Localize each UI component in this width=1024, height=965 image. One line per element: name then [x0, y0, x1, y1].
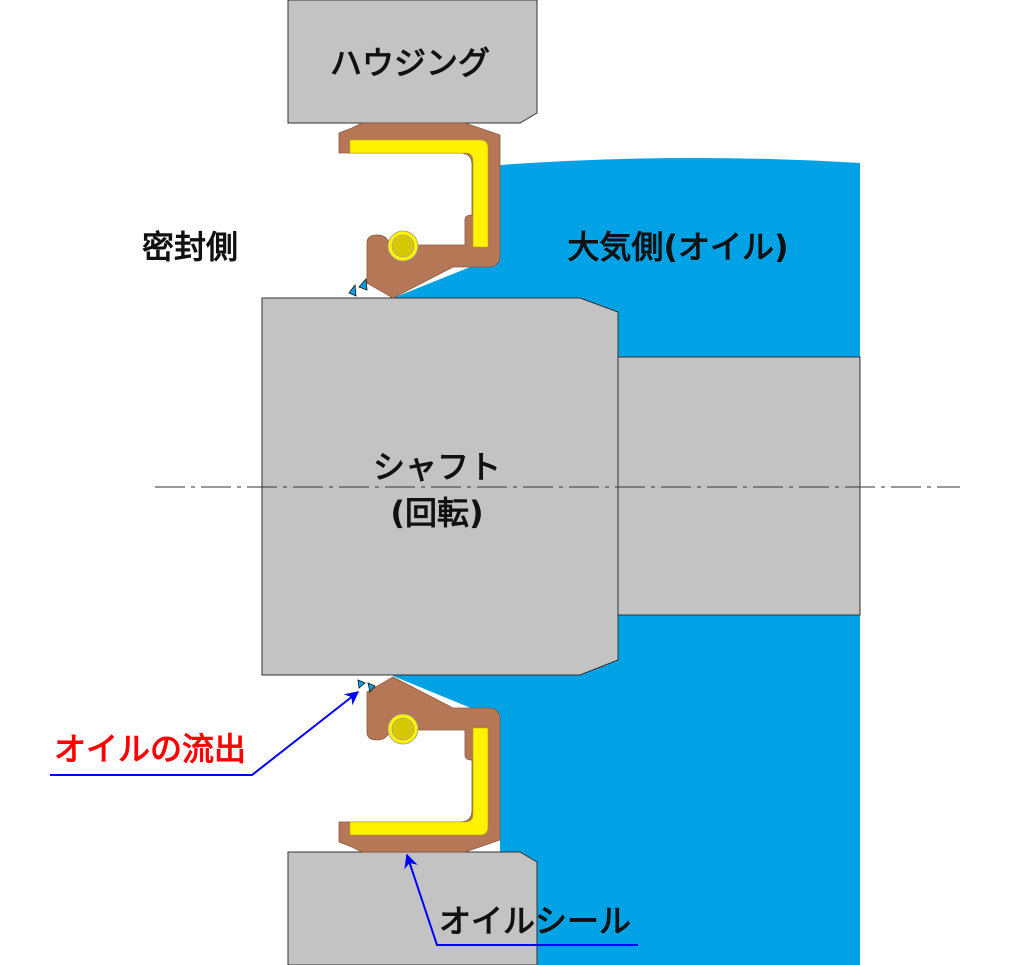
housing-label: ハウジング [330, 44, 490, 82]
shaft-label: シャフト [373, 448, 501, 486]
oil-droplets-top [348, 278, 368, 297]
oil-leak-label: オイルの流出 [54, 730, 246, 768]
atmosphere-side-label: 大気側(オイル) [567, 228, 788, 266]
oil-seal-label: オイルシール [439, 902, 631, 940]
shaft-rotation-label: (回転) [390, 494, 483, 532]
oil-leak-leader [50, 691, 360, 776]
housing-top [287, 0, 538, 124]
shaft-small-section [611, 356, 861, 616]
oil-seal-leader [404, 853, 638, 946]
sealed-side-label: 密封側 [142, 228, 238, 266]
oil-droplets-bottom [357, 679, 376, 693]
housing-bottom [287, 851, 538, 965]
